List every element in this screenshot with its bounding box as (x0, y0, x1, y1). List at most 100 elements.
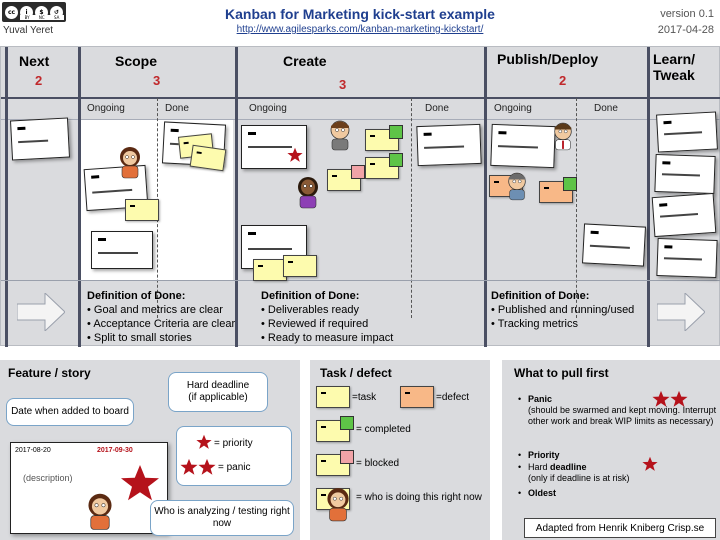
card-scribble (91, 175, 100, 179)
feature-card[interactable] (241, 125, 307, 169)
feature-card[interactable] (9, 117, 71, 161)
pull-item-head: Oldest (528, 488, 557, 498)
priority-star-icon (287, 147, 303, 162)
subcol-scope-done: Done (165, 103, 189, 114)
sticky-mark (321, 494, 326, 496)
sticky-mark (288, 261, 293, 263)
subcol-sep (576, 98, 577, 318)
feature-card[interactable] (581, 223, 647, 267)
dod-publish: Definition of Done: Published and runnin… (491, 289, 634, 331)
defect-sticky[interactable] (539, 177, 577, 203)
blocked-label: = blocked (356, 458, 400, 469)
feature-card[interactable] (490, 123, 556, 169)
subcol-publish-done: Done (594, 103, 618, 114)
bubble-date-added: Date when added to board (6, 398, 134, 426)
person-icon (508, 172, 526, 201)
sticky-mark (405, 392, 410, 394)
completed-task[interactable] (365, 125, 403, 151)
sample-feature-card: 2017-08-20 2017-09-30 (description) (10, 442, 168, 534)
feature-card[interactable] (656, 237, 718, 279)
blocked-tag (351, 165, 365, 179)
card-scribble (98, 238, 106, 241)
card-date-added: 2017-08-20 (15, 447, 51, 454)
pull-item-panic: • Panic (should be swarmed and kept movi… (518, 394, 718, 427)
feature-card[interactable] (416, 123, 482, 167)
card-scribble (664, 245, 673, 249)
version-label: version 0.1 (660, 8, 714, 20)
card-scribble (663, 257, 702, 261)
completed-tag (389, 125, 403, 139)
feature-legend-panel: Feature / story Date when added to board… (0, 360, 300, 540)
subcol-scope-ongoing: Ongoing (87, 103, 125, 114)
task-sticky[interactable] (189, 144, 227, 172)
dod-item: Deliverables ready (261, 303, 393, 317)
column-title-create: Create (283, 53, 327, 69)
card-scribble (248, 248, 292, 250)
subcol-sep (411, 98, 412, 318)
panel-title: Feature / story (8, 366, 91, 380)
author: Yuval Yeret (3, 25, 54, 36)
card-description: (description) (23, 473, 73, 483)
defect-sticky (400, 386, 434, 408)
feature-card[interactable] (91, 231, 153, 269)
person-icon (554, 122, 572, 151)
column-title-scope: Scope (115, 53, 158, 69)
pull-item-priority: • Priority (518, 450, 708, 461)
task-sticky[interactable] (253, 259, 287, 281)
task-sticky (316, 386, 350, 408)
cc-license-badge[interactable]: cc i $ ↺ BY NC SA (2, 2, 66, 22)
sticky-mark (196, 151, 202, 155)
card-scribble (17, 126, 26, 131)
column-title-publish: Publish/Deploy (497, 51, 599, 67)
panel-title: Task / defect (320, 366, 392, 380)
pull-item-body: (only if deadline is at risk) (528, 473, 630, 483)
card-scribble (590, 230, 599, 235)
feature-card[interactable] (656, 111, 718, 153)
card-scribble (98, 252, 138, 254)
dod-item: Ready to measure impact (261, 331, 393, 345)
blocked-task[interactable] (327, 165, 365, 191)
subcol-publish-ongoing: Ongoing (494, 103, 532, 114)
card-scribble (248, 146, 292, 148)
bubble-deadline: Hard deadline (if applicable) (168, 372, 268, 412)
bullet: • (518, 462, 522, 472)
kanban-board: Next 2 Scope 3 Create 3 Publish/Deploy 2… (0, 46, 720, 347)
person-icon (298, 177, 318, 209)
subcol-create-done: Done (425, 103, 449, 114)
feature-card[interactable] (654, 153, 716, 195)
completed-tag (563, 177, 577, 191)
person-icon (120, 147, 140, 179)
feature-card[interactable] (651, 192, 717, 238)
who-label: = who is doing this right now (356, 492, 482, 503)
source-link[interactable]: http://www.agilesparks.com/kanban-market… (236, 24, 484, 35)
credit-box: Adapted from Henrik Kniberg Crisp.se (524, 518, 716, 538)
wip-limit-create: 3 (339, 77, 347, 92)
col-sep (235, 47, 238, 347)
dod-item: Reviewed if required (261, 317, 393, 331)
version-date: 2017-04-28 (657, 24, 714, 36)
completed-task[interactable] (365, 153, 403, 179)
card-deadline: 2017-09-30 (97, 447, 133, 454)
pull-item-deadline: • Hard deadline (only if deadline is at … (518, 462, 708, 484)
completed-label: = completed (356, 424, 411, 435)
card-scribble (423, 132, 432, 136)
dod-title: Definition of Done: (491, 290, 590, 302)
header: cc i $ ↺ BY NC SA Yuval Yeret Kanban for… (0, 0, 720, 44)
license-by: BY (24, 15, 30, 20)
completed-tag (340, 416, 354, 430)
dod-item: Split to small stories (87, 331, 235, 345)
priority-label: = priority (214, 438, 253, 449)
sticky-mark (258, 265, 263, 267)
defect-label: =defect (436, 392, 470, 403)
pull-item-head: deadline (550, 462, 587, 472)
pull-item-head-prefix: Hard (528, 462, 551, 472)
panic-stars-icon (180, 458, 216, 475)
column-title-next: Next (19, 53, 50, 69)
card-scribble (248, 232, 256, 235)
dod-title: Definition of Done: (87, 290, 186, 302)
task-sticky[interactable] (283, 255, 317, 277)
task-sticky[interactable] (125, 199, 159, 221)
pull-item-head: Panic (528, 394, 553, 404)
panic-stars-icon (652, 390, 688, 407)
sticky-mark (321, 392, 326, 394)
